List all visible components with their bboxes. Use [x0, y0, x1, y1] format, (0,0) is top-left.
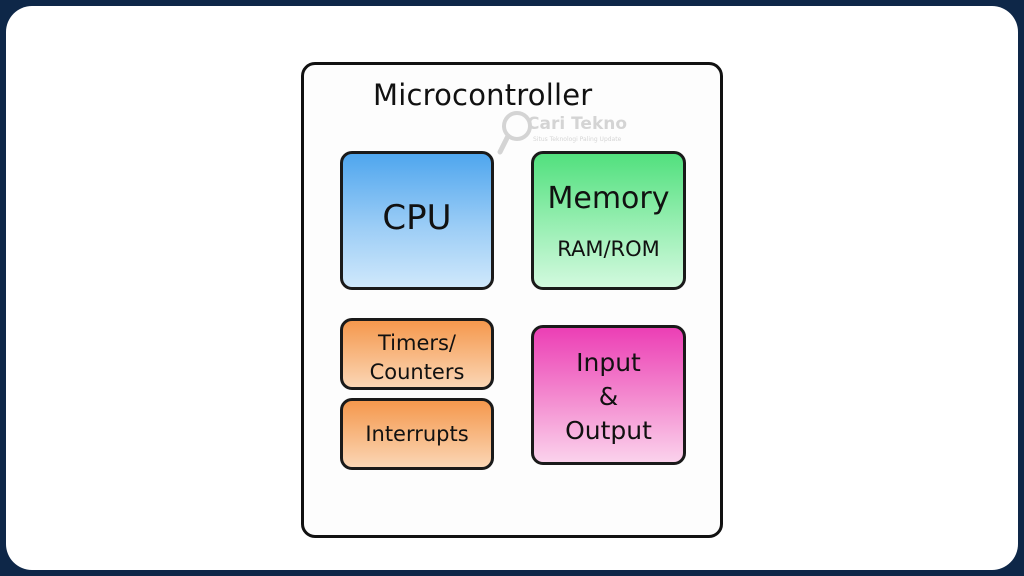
memory-block: Memory RAM/ROM — [531, 151, 686, 290]
interrupts-label: Interrupts — [365, 422, 469, 446]
timers-counters-label: Timers/ Counters — [343, 329, 491, 387]
input-output-label: Input & Output — [534, 346, 683, 448]
watermark-text: Cari Tekno — [527, 114, 628, 134]
memory-sublabel: RAM/ROM — [557, 237, 660, 261]
io-label-line1: Input — [576, 348, 641, 377]
cpu-label: CPU — [382, 198, 452, 238]
input-output-block: Input & Output — [531, 325, 686, 465]
watermark-subtext: Situs Teknologi Paling Update — [533, 136, 622, 143]
io-label-line3: Output — [565, 416, 652, 445]
timers-label-line1: Timers/ — [377, 331, 457, 355]
diagram-title: Microcontroller — [373, 78, 593, 112]
cari-tekno-watermark: Cari Tekno Situs Teknologi Paling Update — [497, 108, 637, 168]
timers-counters-block: Timers/ Counters — [340, 318, 494, 390]
interrupts-block: Interrupts — [340, 398, 494, 470]
timers-label-line2: Counters — [369, 360, 465, 384]
magnifier-icon — [497, 111, 532, 155]
memory-label: Memory — [547, 181, 670, 216]
cpu-block: CPU — [340, 151, 494, 290]
io-label-line2: & — [598, 382, 619, 411]
